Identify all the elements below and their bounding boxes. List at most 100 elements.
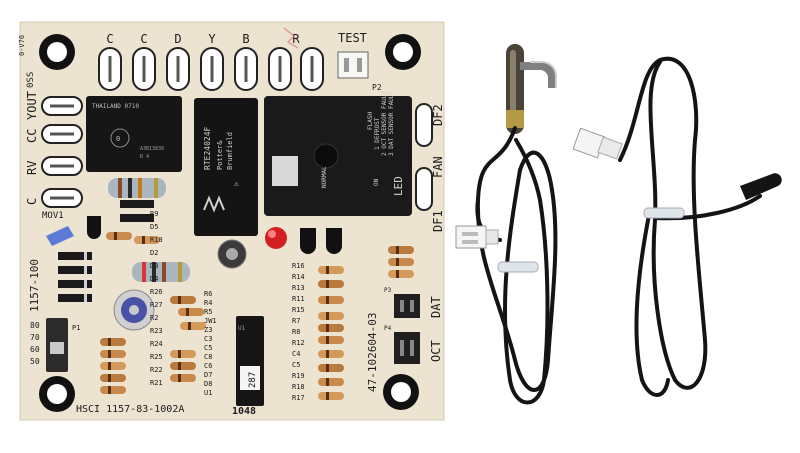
reference-label: R8 [292,328,300,336]
resistor-icon [318,378,344,386]
reference-label: R19 [292,372,305,380]
resistor-band [326,296,329,304]
fault-legend-line: FLASH [367,112,374,130]
resistor-icon [318,312,344,320]
terminal-label: C [140,32,147,46]
fault-legend-line: 2 OCT SENSOR FAULT [381,91,388,156]
resistor-band [108,362,111,370]
component-reference-labels: R9D5R10D2D3D4R26R27R2R23R24R25R22R21R6R4… [150,210,305,402]
resistor-band [108,374,111,382]
reference-label: R2 [150,314,158,322]
svg-text:U1: U1 [238,325,246,332]
probe-temperature-sensor [572,56,782,397]
resistor-array [100,232,414,400]
connector-label: DAT [429,296,443,318]
terminal-label: Y [208,32,216,46]
reference-label: R27 [150,301,163,309]
cable-tie-icon [497,261,539,273]
resistor-icon [170,374,196,382]
relay-maker: Potter& [216,140,224,170]
clip-on-temperature-sensor [455,44,558,405]
reference-label: D5 [150,223,158,231]
reference-label: R12 [292,339,305,347]
reference-label: R17 [292,394,305,402]
mounting-hole-icon [383,374,419,410]
terminal-label: FAN [431,156,445,178]
reference-label: C3 [204,335,212,343]
resistor-band [108,386,111,394]
fault-legend-line: 1 DEFROST [374,117,381,150]
terminal-prefix: 0SS [26,72,36,88]
resistor-band [326,378,329,386]
svg-text:R 4: R 4 [140,154,149,160]
resistor-band [178,374,181,382]
reference-label: R24 [150,340,163,348]
sensor-headers: DAT OCT P3 P4 [384,287,443,364]
svg-text:A3B13836: A3B13836 [140,146,164,152]
reference-label: R14 [292,273,305,281]
resistor-icon [170,362,196,370]
reference-label: R26 [150,288,163,296]
reference-label: C5 [204,344,212,352]
reference-label: C8 [204,353,212,361]
white-plug-icon [572,127,623,160]
resistor-band [326,364,329,372]
ic-chip: 287 U1 [236,316,264,406]
relay-text: 0 [116,135,120,143]
reference-label: D2 [150,249,158,257]
reference-label: R11 [292,295,305,303]
dip-value: 70 [30,333,40,342]
resistor-band [178,350,181,358]
reference-label: Z3 [204,326,212,334]
white-plug-icon [455,225,499,249]
left-terminal-block: YOUT CC RV C 0SS 0-V76 [18,35,83,208]
terminal-label: D [174,32,181,46]
resistor-icon [100,362,126,370]
reference-label: C4 [292,350,300,358]
resistor-band [326,392,329,400]
resistor-icon [318,280,344,288]
reference-label: R6 [204,290,212,298]
relay-model: RTE24024F [203,126,212,170]
part-number: 47-102604-03 [366,313,379,392]
reference-label: U1 [204,389,212,397]
reference-label: R13 [292,284,305,292]
dip-value: 60 [30,345,40,354]
reference-label: R9 [150,210,158,218]
dip-value: 50 [30,357,40,366]
resistor-icon [318,336,344,344]
reference-label: R4 [204,299,212,307]
reference-label: R15 [292,306,305,314]
resistor-band [396,246,399,254]
resistor-band [108,350,111,358]
cable-coil [475,126,558,405]
transistor-icon [87,216,342,254]
resistor-icon [318,266,344,274]
reference-label: C5 [292,361,300,369]
resistor-band [186,308,189,316]
resistor-icon [170,350,196,358]
dip-value: 80 [30,321,40,330]
resistor-band [178,296,181,304]
resistor-icon [388,270,414,278]
reference-label: D3 [150,262,158,270]
resistor-band [178,362,181,370]
resistor-icon [388,246,414,254]
resistor-icon [100,386,126,394]
relay-maker: Brumfield [226,132,234,170]
probe-tip-icon [740,173,782,200]
terminal-label: R [292,32,300,46]
mov-component: MOV1 [42,211,74,246]
resistor-band [326,336,329,344]
svg-text:⚠: ⚠ [234,179,239,188]
mounting-hole-icon [39,376,75,412]
reference-label: R10 [150,236,163,244]
reference-label: R25 [150,353,163,361]
right-terminal-block: DF2 FAN DF1 [415,103,445,232]
led-state: ON [373,178,380,186]
pipe-clip-icon [506,44,557,134]
relay-k2: RTE24024F Potter& Brumfield ⚠ [194,98,258,236]
resistor-icon [318,296,344,304]
resistor-band [326,324,329,332]
